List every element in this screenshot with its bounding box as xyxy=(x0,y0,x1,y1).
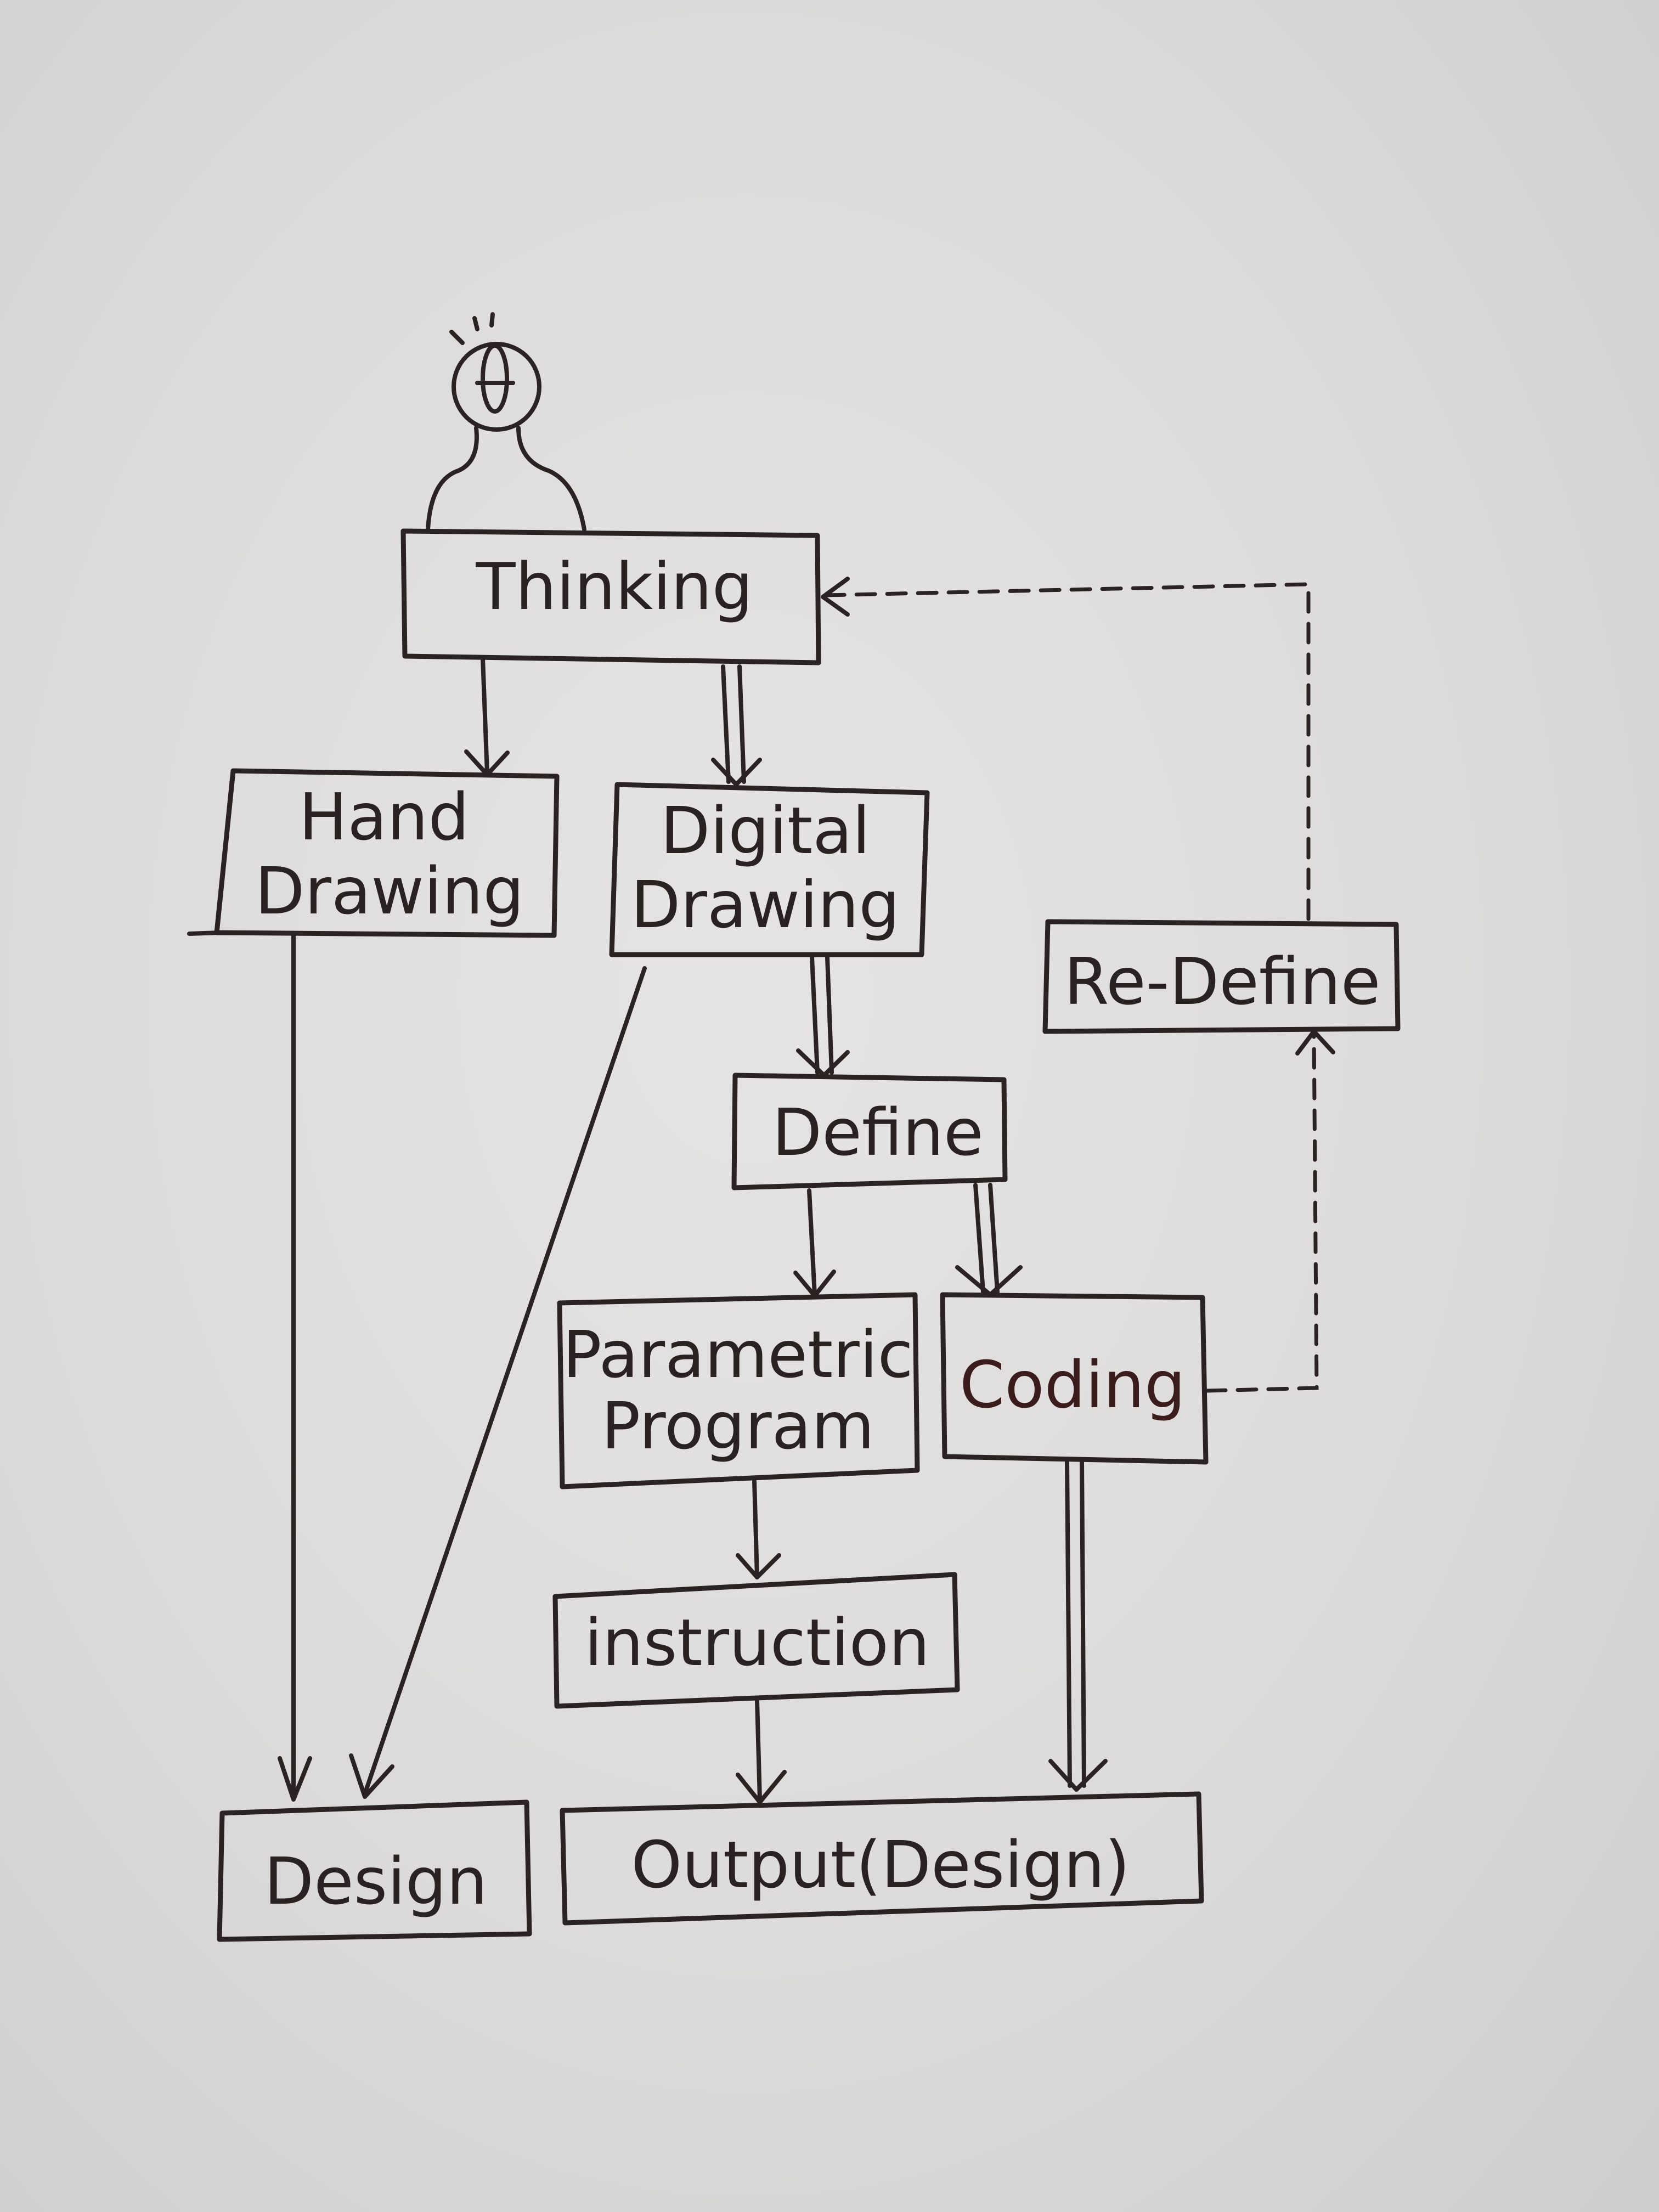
node-coding-label: Coding xyxy=(960,1347,1186,1423)
edge-coding-to-output-design xyxy=(1048,1460,1108,1792)
thinking-person-icon xyxy=(426,312,586,532)
edge-digital-drawing-to-define xyxy=(796,955,850,1077)
edge-hand-drawing-to-design xyxy=(278,933,312,1802)
node-define-label: Define xyxy=(772,1094,983,1170)
node-digital-drawing: Digital Drawing xyxy=(609,782,930,957)
node-re-define: Re-Define xyxy=(1042,919,1401,1034)
node-thinking-label: Thinking xyxy=(475,549,753,624)
edge-parametric-program-to-instruction xyxy=(736,1479,781,1579)
edge-instruction-to-output-design xyxy=(736,1699,787,1804)
node-parametric-program-label-1: Parametric xyxy=(563,1317,913,1392)
node-hand-drawing-label-2: Drawing xyxy=(255,853,524,929)
node-hand-drawing-label-1: Hand xyxy=(299,779,470,855)
node-thinking: Thinking xyxy=(400,528,821,665)
node-output-design: Output(Design) xyxy=(560,1791,1204,1926)
node-design: Design xyxy=(217,1799,532,1942)
node-hand-drawing: Hand Drawing xyxy=(187,768,560,938)
edge-re-define-to-thinking xyxy=(821,577,1311,921)
node-re-define-label: Re-Define xyxy=(1064,944,1380,1019)
node-digital-drawing-label-1: Digital xyxy=(661,793,871,868)
edge-coding-to-re-define xyxy=(1205,1029,1335,1393)
node-instruction: instruction xyxy=(552,1572,960,1709)
node-output-design-label: Output(Design) xyxy=(631,1827,1130,1903)
node-digital-drawing-label-2: Drawing xyxy=(631,867,900,943)
node-parametric-program: Parametric Program xyxy=(557,1292,920,1489)
edge-define-to-coding xyxy=(955,1183,1023,1297)
node-design-label: Design xyxy=(264,1843,487,1919)
node-define: Define xyxy=(731,1073,1008,1190)
edge-digital-drawing-to-design xyxy=(349,966,647,1799)
node-coding: Coding xyxy=(940,1292,1209,1465)
node-parametric-program-label-2: Program xyxy=(601,1388,874,1464)
edge-thinking-to-digital-drawing xyxy=(711,664,762,787)
node-instruction-label: instruction xyxy=(584,1605,930,1680)
edge-thinking-to-hand-drawing xyxy=(464,656,510,777)
edge-define-to-parametric-program xyxy=(793,1188,836,1298)
